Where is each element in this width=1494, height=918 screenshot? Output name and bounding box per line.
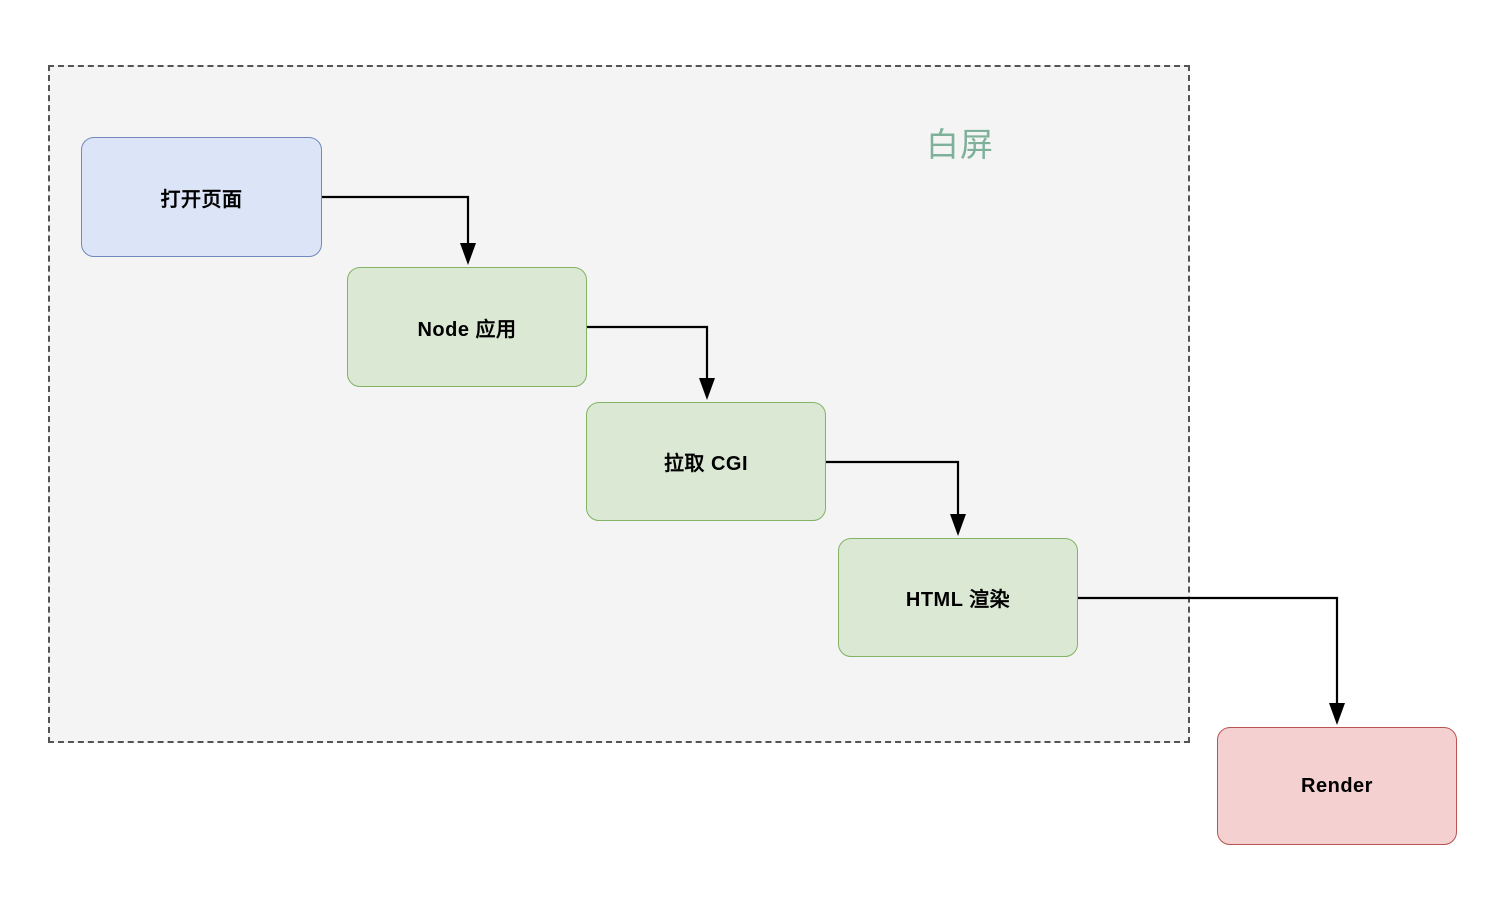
node-label: 打开页面 — [160, 188, 243, 211]
node-node-app[interactable]: Node 应用 — [347, 267, 587, 387]
node-html-render[interactable]: HTML 渲染 — [838, 538, 1078, 657]
node-open-page[interactable]: 打开页面 — [81, 137, 322, 257]
node-label: 拉取 CGI — [663, 453, 749, 475]
node-render[interactable]: Render — [1217, 727, 1457, 845]
node-label: Render — [1301, 774, 1373, 797]
node-label: Node 应用 — [417, 318, 517, 341]
arrowhead-icon — [1329, 703, 1345, 725]
group-label-white-screen: 白屏 — [926, 126, 994, 163]
node-label: HTML 渲染 — [905, 589, 1011, 611]
node-fetch-cgi[interactable]: 拉取 CGI — [586, 402, 826, 521]
